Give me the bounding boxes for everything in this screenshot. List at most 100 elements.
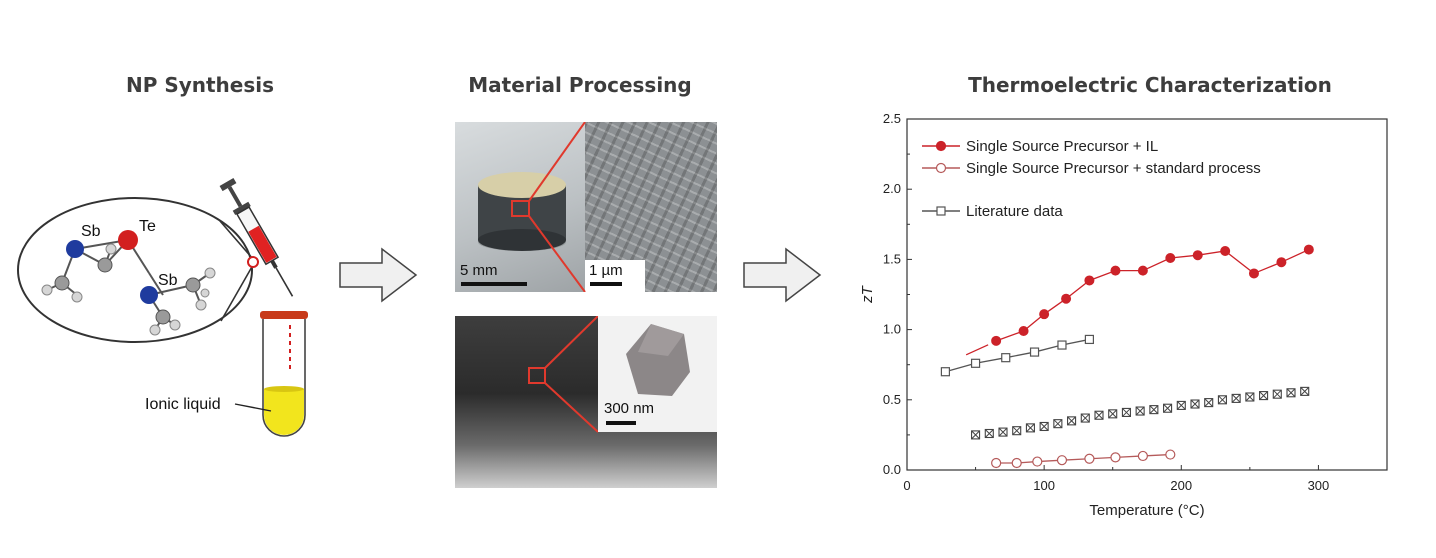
carbon-atoms: [54, 257, 201, 325]
data-point: [1084, 453, 1095, 464]
data-point: [1248, 268, 1259, 279]
data-point: [1276, 257, 1287, 268]
data-point: [1190, 399, 1200, 409]
data-point: [1012, 426, 1022, 436]
data-point: [1121, 407, 1131, 417]
data-point: [1176, 400, 1186, 410]
legend-label-il: Single Source Precursor + IL: [966, 138, 1158, 155]
tube-label: Ionic liquid: [145, 396, 221, 413]
data-point: [1057, 340, 1067, 350]
data-point: [1110, 452, 1121, 463]
processing-title: Material Processing: [468, 73, 692, 97]
legend-marker-std: [935, 162, 947, 174]
data-point-cross: [1026, 423, 1035, 433]
data-point-cross: [1053, 419, 1063, 429]
data-point-cross: [998, 427, 1008, 437]
data-point-cross: [984, 429, 994, 438]
data-point: [1032, 456, 1043, 467]
y-tick-label: 2.5: [883, 111, 901, 126]
series-lead-line: [965, 344, 989, 356]
x-tick-label: 100: [1033, 478, 1055, 493]
data-point: [991, 335, 1002, 346]
molecule-balloon: [17, 197, 253, 343]
hexagon-nanoplate-icon: [626, 324, 690, 396]
data-point: [1094, 410, 1104, 420]
data-point: [1165, 449, 1176, 460]
sb-label-1: Sb: [81, 223, 101, 240]
data-point: [1217, 395, 1227, 405]
data-point-cross: [1067, 416, 1076, 426]
legend-label-std: Single Source Precursor + standard proce…: [966, 160, 1261, 177]
data-point: [1084, 334, 1094, 345]
data-point-cross: [1135, 406, 1145, 416]
data-point: [1080, 413, 1090, 423]
te-atom: [118, 230, 138, 250]
data-point: [1039, 421, 1049, 432]
y-tick-label: 2.0: [883, 181, 901, 196]
data-point-cross: [1039, 422, 1049, 431]
data-point: [1025, 423, 1035, 433]
data-point: [1137, 265, 1148, 276]
x-tick-label: 300: [1308, 478, 1330, 493]
data-point: [998, 427, 1008, 437]
legend-marker-lit: [936, 206, 946, 216]
hydrogen-atoms: [41, 243, 216, 336]
inset-scale-bar: [606, 421, 636, 425]
data-point-cross: [1094, 410, 1104, 420]
x-tick-label: 200: [1170, 478, 1192, 493]
data-point-cross: [1149, 405, 1159, 414]
pellet-scale-label: 5 mm: [460, 262, 498, 279]
balloon-pointer-line: [220, 264, 254, 322]
tube-label-pointer: [234, 403, 272, 412]
data-point: [1286, 388, 1296, 398]
sem-scale-background: [585, 260, 645, 292]
y-axis-title: zT: [859, 284, 876, 304]
data-point: [1108, 409, 1118, 419]
data-point: [1204, 398, 1214, 408]
nanoplate-inset-photo: 300 nm: [598, 316, 717, 432]
data-point: [1110, 265, 1121, 276]
data-point: [1192, 250, 1203, 261]
y-tick-label: 1.0: [883, 322, 901, 337]
x-axis-title: Temperature (°C): [1089, 502, 1204, 519]
data-point-cross: [1245, 392, 1255, 402]
data-point: [1029, 347, 1040, 357]
pellet-zoom-lines: [528, 122, 586, 292]
data-point-cross: [971, 430, 980, 440]
data-point: [1165, 252, 1176, 263]
legend-label-lit: Literature data: [966, 203, 1063, 220]
data-point: [1137, 450, 1148, 462]
chart-legend: Single Source Precursor + IL Single Sour…: [922, 138, 1261, 220]
chart-series: [940, 244, 1314, 469]
syringe-icon: [219, 177, 294, 297]
y-tick-label: 0.5: [883, 392, 901, 407]
sem-photo: 1 µm: [585, 122, 717, 292]
data-point: [971, 430, 981, 440]
data-point: [984, 428, 994, 439]
data-point-cross: [1259, 391, 1268, 400]
data-point-cross: [1080, 413, 1090, 423]
powder-zoom-lines: [528, 316, 599, 433]
data-point: [1056, 455, 1068, 466]
x-tick-label: 0: [903, 478, 910, 493]
te-label: Te: [139, 218, 156, 235]
data-point: [940, 367, 951, 377]
data-point-cross: [1176, 401, 1186, 410]
data-point-cross: [1122, 408, 1131, 417]
data-point: [1220, 245, 1231, 256]
data-point: [1135, 406, 1145, 416]
data-point: [1061, 293, 1072, 304]
balloon-pointer-line: [219, 220, 254, 260]
data-point-cross: [1286, 388, 1296, 398]
synthesis-title: NP Synthesis: [125, 73, 275, 97]
data-point-cross: [1272, 389, 1282, 399]
data-point-cross: [1163, 403, 1172, 413]
data-point: [1053, 419, 1063, 429]
legend-marker-il: [935, 140, 947, 152]
data-point: [1259, 391, 1269, 401]
data-point: [1231, 393, 1241, 403]
data-point-cross: [1012, 426, 1022, 436]
